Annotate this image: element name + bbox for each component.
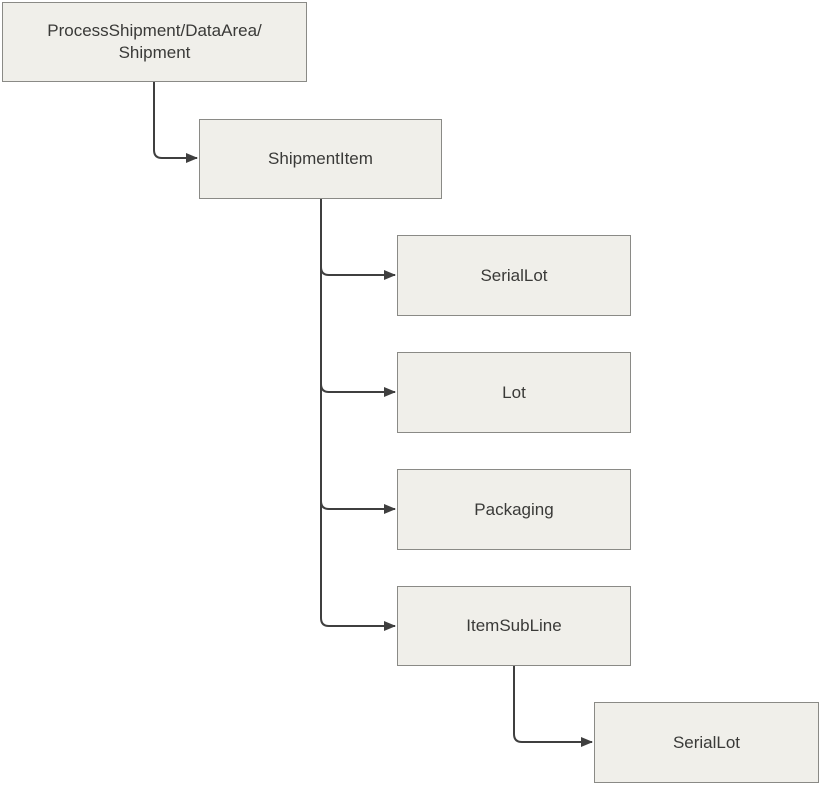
connector-shipment-item-to-serial-lot [320, 199, 396, 280]
node-label: SerialLot [480, 265, 548, 285]
node-process-shipment: ProcessShipment/DataArea/ Shipment [2, 2, 307, 82]
connector-shipment-item-to-item-sub-line [320, 199, 396, 631]
node-serial-lot: SerialLot [397, 235, 631, 316]
connector-shipment-item-to-packaging [320, 199, 396, 514]
node-label: Lot [502, 382, 526, 402]
node-label: ProcessShipment/DataArea/ Shipment [47, 21, 262, 62]
node-packaging: Packaging [397, 469, 631, 550]
node-item-sub-line: ItemSubLine [397, 586, 631, 666]
connector-item-sub-line-to-serial-lot [513, 666, 593, 747]
node-label: ShipmentItem [268, 149, 373, 168]
node-label: Packaging [474, 499, 554, 519]
node-label: ItemSubLine [466, 616, 562, 635]
node-lot: Lot [397, 352, 631, 433]
connector-root-to-shipment-item [153, 82, 198, 163]
node-label: SerialLot [672, 732, 741, 752]
connector-shipment-item-to-lot [320, 199, 396, 397]
node-shipment-item: ShipmentItem [199, 119, 442, 199]
node-sub-line-serial-lot: SerialLot [594, 702, 819, 783]
